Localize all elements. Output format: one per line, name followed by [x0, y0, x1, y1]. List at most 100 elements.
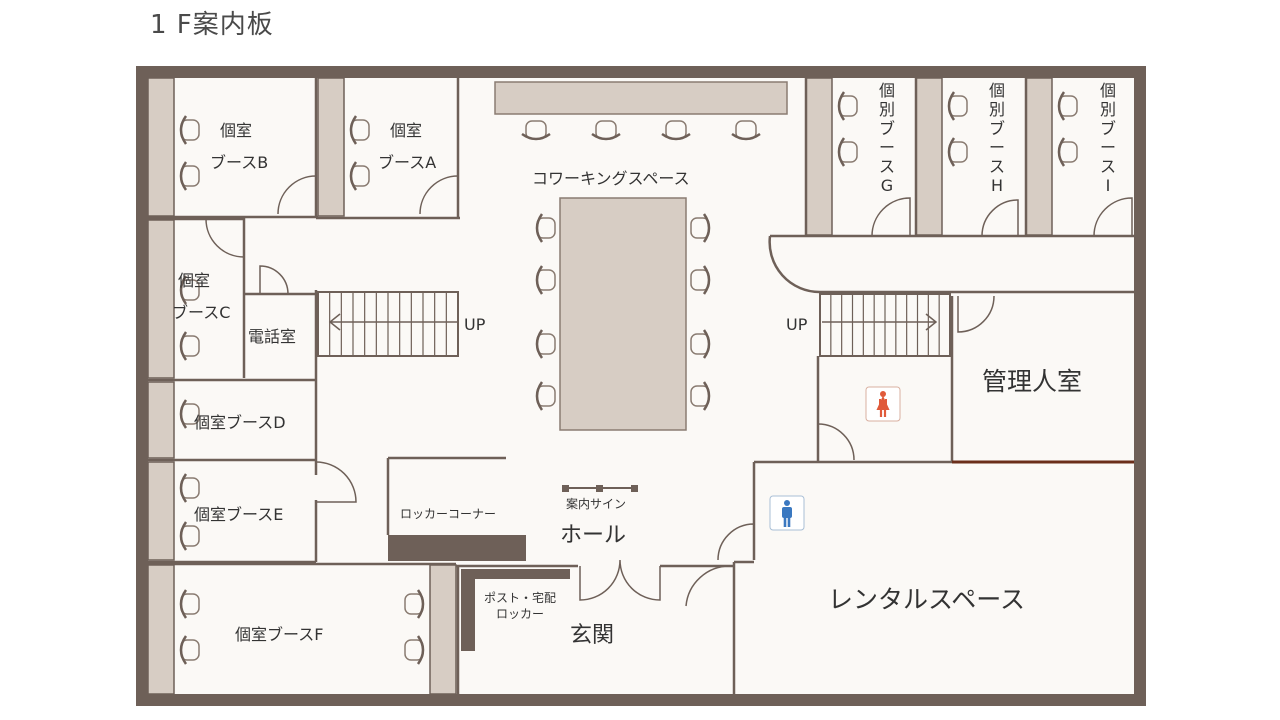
- vertical-label-char: ス: [989, 157, 1005, 176]
- info-sign-post-3: [631, 485, 638, 492]
- locker-corner-label: ロッカーコーナー: [400, 507, 496, 521]
- vertical-label-char: 別: [879, 100, 895, 119]
- chair: [179, 275, 200, 305]
- post-locker-label-line1: ポスト・宅配: [484, 590, 556, 605]
- vertical-label-char: 別: [1100, 100, 1116, 119]
- phone-room-label: 電話室: [248, 327, 296, 346]
- chair: [404, 589, 425, 619]
- outer-wall-top: [136, 66, 1146, 78]
- chair: [1057, 137, 1078, 167]
- booth-b-label-line2: ブースB: [210, 153, 268, 172]
- vertical-label-char: ブ: [1100, 119, 1116, 138]
- coworking-counter: [494, 81, 788, 115]
- door-swings-right: [685, 295, 995, 607]
- man-restroom-icon: [769, 495, 805, 531]
- vertical-label-char: 個: [989, 81, 1005, 100]
- booth-c-label-line2: ブースC: [172, 303, 230, 322]
- manager-room-label: 管理人室: [982, 367, 1082, 396]
- wall-panel-booth-f-right: [429, 564, 457, 695]
- wall-panel-booth-d: [147, 381, 175, 459]
- info-sign-label: 案内サイン: [566, 496, 626, 511]
- chair: [947, 137, 968, 167]
- hall-label: ホール: [560, 523, 626, 548]
- page-title: 1 F案内板: [150, 10, 274, 40]
- chair: [179, 589, 200, 619]
- chair: [179, 521, 200, 551]
- chair: [661, 120, 691, 141]
- wall-panel-booth-i: [1025, 77, 1053, 236]
- post-locker-top: [474, 569, 570, 579]
- vertical-label-char: ス: [879, 157, 895, 176]
- coworking-label: コワーキングスペース: [532, 169, 690, 188]
- locker-corner-wall: [386, 456, 506, 535]
- stair-arrow-left: [328, 313, 458, 331]
- vertical-label-char: ー: [989, 138, 1005, 157]
- chairs: [179, 91, 1078, 665]
- stairs-left: [317, 291, 459, 357]
- chair: [521, 120, 551, 141]
- info-sign-post-2: [596, 485, 603, 492]
- entrance-label: 玄関: [570, 623, 614, 648]
- walls-booth-a-b: [148, 78, 460, 220]
- booth-e-label: 個室ブースE: [194, 505, 283, 524]
- booth-c-label-line1: 個室: [178, 271, 210, 290]
- chair: [731, 120, 761, 141]
- booth-a-label-line2: ブースA: [378, 153, 436, 172]
- vertical-label-char: 個: [879, 81, 895, 100]
- locker-block: [388, 535, 526, 561]
- chair: [179, 331, 200, 361]
- vertical-label-char: ブ: [879, 119, 895, 138]
- chair: [535, 381, 556, 411]
- vertical-label-char: 個: [1100, 81, 1116, 100]
- chair: [535, 329, 556, 359]
- stairs-right: [819, 293, 951, 357]
- wall-corridor-curve: [768, 235, 1134, 294]
- chair: [690, 213, 711, 243]
- vertical-label-char: ー: [879, 138, 895, 157]
- chair: [349, 115, 370, 145]
- chair: [535, 213, 556, 243]
- chair: [535, 265, 556, 295]
- outer-wall-left: [136, 66, 148, 706]
- booth-b-label-line1: 個室: [220, 121, 252, 140]
- vertical-label-char: ス: [1100, 157, 1116, 176]
- booth-d-label: 個室ブースD: [194, 413, 286, 432]
- post-locker-label-line2: ロッカー: [496, 607, 544, 621]
- chair: [947, 91, 968, 121]
- wall-panel-booth-f-left: [147, 564, 175, 695]
- vertical-label-char: G: [881, 176, 893, 195]
- chair: [179, 635, 200, 665]
- walls-left-booths: [148, 217, 318, 564]
- vertical-label-char: I: [1106, 176, 1111, 195]
- vertical-label-char: H: [991, 176, 1003, 195]
- info-sign-post-1: [562, 485, 569, 492]
- chair: [1057, 91, 1078, 121]
- wall-panel-booth-g: [805, 77, 833, 236]
- outer-wall-right: [1134, 66, 1146, 706]
- door-swings-upper-left: [205, 175, 459, 295]
- chair: [349, 161, 370, 191]
- wall-panel-booth-h: [915, 77, 943, 236]
- wall-panel-booth-b: [147, 77, 175, 217]
- coworking-table: [559, 197, 687, 431]
- post-locker-side: [461, 569, 475, 651]
- vertical-label-char: 別: [989, 100, 1005, 119]
- chair: [179, 115, 200, 145]
- chair: [837, 137, 858, 167]
- chair: [179, 161, 200, 191]
- entrance-double-door: [579, 559, 661, 601]
- chair: [690, 381, 711, 411]
- chair: [837, 91, 858, 121]
- vertical-label-char: ー: [1100, 138, 1116, 157]
- booth-f-label: 個室ブースF: [235, 625, 323, 644]
- stair-arrow-right: [822, 313, 938, 331]
- wall-panel-booth-e: [147, 461, 175, 561]
- chair: [179, 399, 200, 429]
- chair: [404, 635, 425, 665]
- chair: [179, 473, 200, 503]
- chair: [591, 120, 621, 141]
